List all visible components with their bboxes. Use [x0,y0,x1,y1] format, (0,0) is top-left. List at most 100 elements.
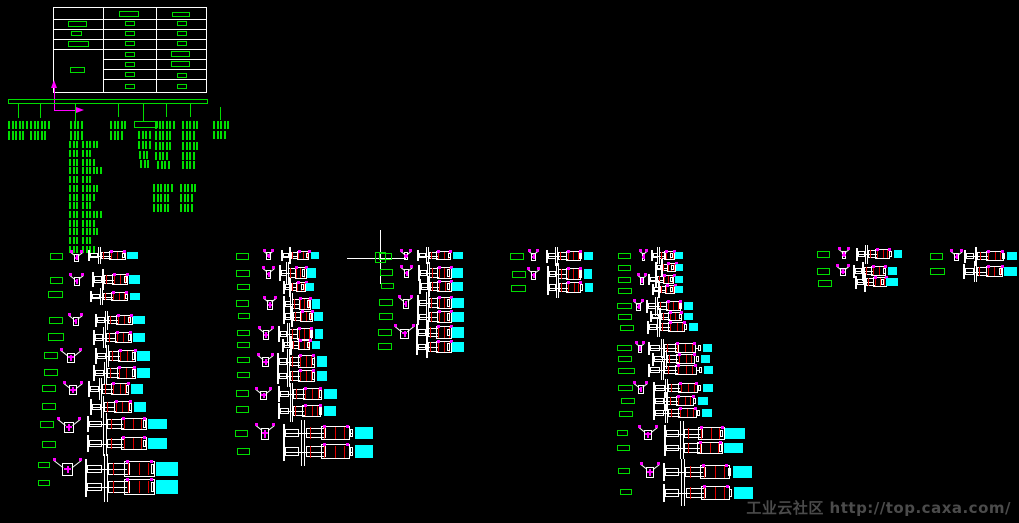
tick-mark [72,228,75,235]
tool-red-tick [577,252,579,260]
tick-mark [72,246,75,253]
clamp-glyph-tip [633,299,636,302]
tick-mark [162,142,164,150]
tool-step [109,251,126,260]
tool-axis-line [664,433,701,435]
tool-shank [95,369,105,377]
tool-red-tick [306,356,307,367]
tool-magenta-tick [673,284,677,287]
tool-section-mark [865,272,867,292]
tool-red-tick [693,409,695,417]
tool-red-tick [304,299,306,309]
tick-mark [192,161,195,169]
tool-red-tick [879,278,881,286]
tool-red-tick [344,427,346,439]
tick-mark [139,151,141,159]
tool-premark [580,284,583,291]
tool-shank-end [279,265,281,281]
tick-mark [158,152,161,160]
tool-shank-end [547,280,549,295]
tool-section-mark [863,272,865,292]
tool-red-tick [111,351,113,361]
tool-step [120,437,147,450]
tool-axis-line [855,282,875,283]
tool-section-mark [106,344,107,368]
tool-shank [279,357,287,366]
tool-shank [666,429,679,438]
tick-mark [85,228,88,235]
tick-mark [72,167,75,174]
tick-mark [96,141,98,148]
tool-step [320,426,351,440]
tool-premark [312,372,315,380]
tool-magenta-tick [668,311,672,314]
tool-axis-line [664,448,700,449]
tool-step [124,479,155,495]
tick-mark [92,194,95,201]
tick-mark [163,204,166,212]
tool-magenta-tick [449,280,453,283]
title-table-hline [103,59,207,60]
tool-magenta-tick [665,284,669,287]
tool-shank [280,390,290,398]
tool-section-mark [683,421,685,446]
tool-cyan-endcap [452,267,463,279]
row-label-box [237,284,250,290]
tool-red-tick [122,402,124,412]
clamp-glyph-tip [645,381,648,384]
clamp-glyph-mark [638,347,642,350]
title-table-text-box [125,84,135,89]
tick-mark [192,152,195,160]
tick-mark [80,121,83,129]
tick-mark [213,131,215,139]
tool-premark [684,324,687,330]
tool-magenta-tick [304,281,308,284]
tool-red-tick [292,356,293,367]
tool-cyan-endcap [584,251,593,261]
tick-mark [155,142,157,150]
tick-mark [167,194,169,202]
tool-cyan-endcap [317,370,327,382]
tool-premark [143,439,146,448]
tool-premark [307,342,310,348]
tick-mark [89,176,91,183]
clamp-glyph-mark [401,332,408,335]
row-label-box [620,489,632,495]
tool-premark [999,268,1002,275]
tool-cyan-endcap [701,354,710,364]
tick-mark [82,246,84,253]
tool-shank [549,270,557,278]
tool-magenta-tick [694,407,698,410]
title-table-text-box [125,41,135,46]
tool-red-tick [690,397,692,405]
tool-shank-end [277,368,279,384]
clamp-glyph-tip [80,250,83,253]
tool-red-tick [118,316,119,324]
tick-mark [85,176,88,183]
tool-red-tick [335,445,337,458]
tick-mark [92,228,95,235]
tool-red-tick [291,329,293,339]
tool-shank [655,398,664,404]
clamp-glyph-body [260,390,267,400]
clamp-glyph-body [73,253,80,262]
tick-mark [40,131,43,140]
tool-shank-end [93,330,95,345]
tool-red-tick [110,316,111,324]
clamp-glyph-body [403,252,409,260]
clamp-glyph-tip [80,381,83,384]
tool-shank-end [283,423,285,443]
clamp-glyph-body [638,344,642,353]
tool-shank-end [87,435,89,452]
bus-drop-line [75,104,76,126]
tool-cyan-endcap [317,355,327,368]
tool-shank-end [417,309,419,325]
tool-step [114,332,132,343]
tool-magenta-tick [672,274,676,277]
tick-mark [76,176,78,183]
clamp-glyph-tip [635,341,638,344]
row-label-box [618,468,630,474]
tick-mark [185,161,188,169]
tool-premark [129,403,132,411]
